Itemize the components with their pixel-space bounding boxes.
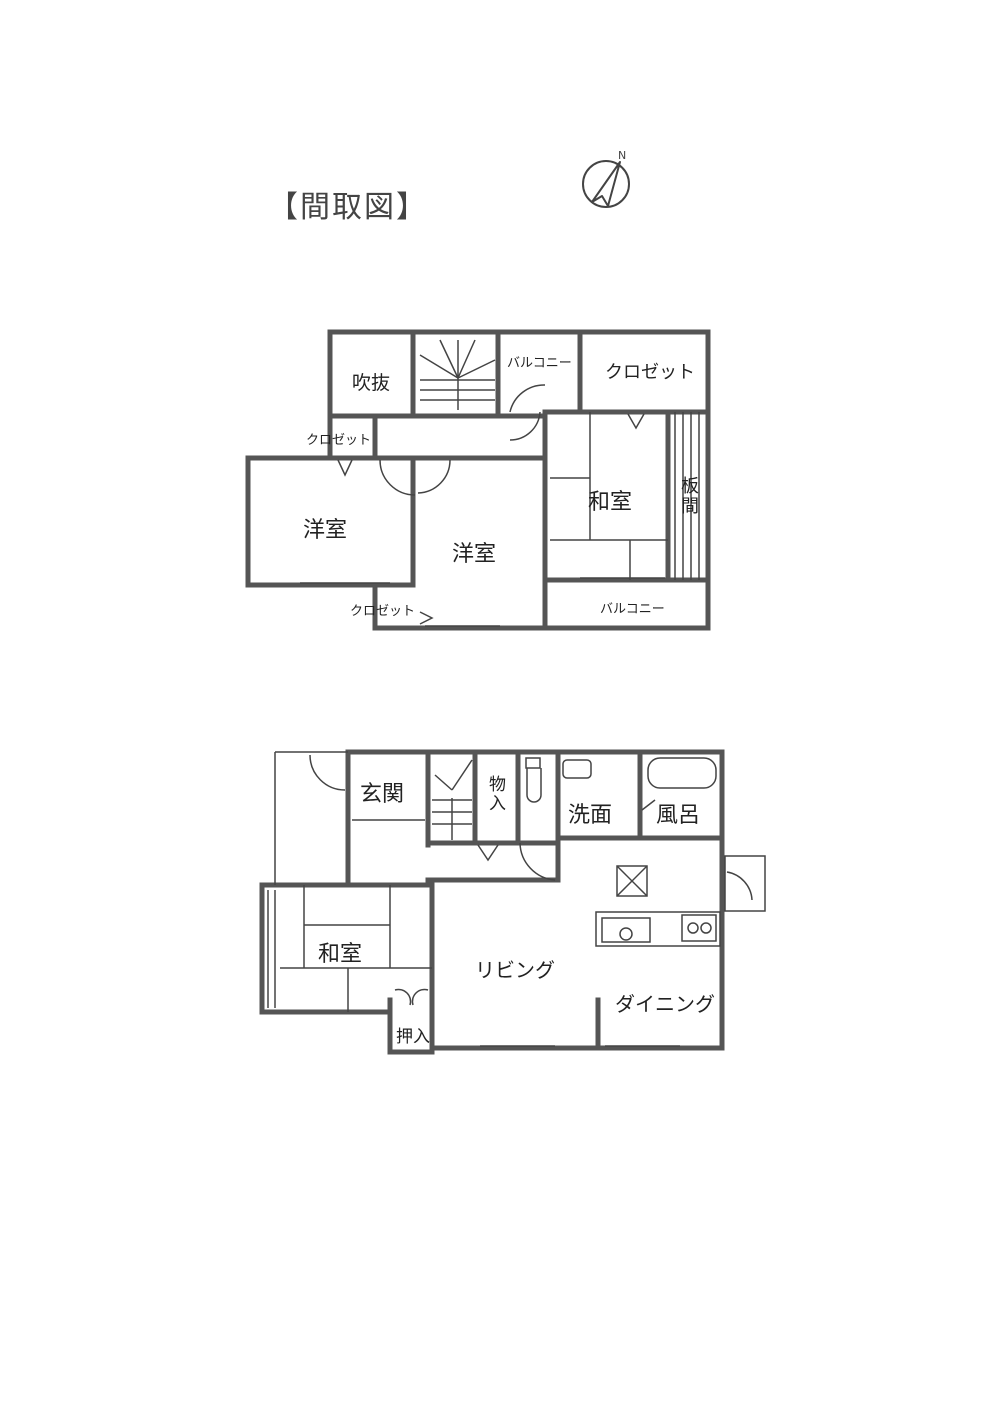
room-closet-s: クロゼット	[350, 604, 416, 619]
room-dining: ダイニング	[615, 992, 715, 1016]
room-western-2: 洋室	[452, 542, 497, 567]
room-fukinuke: 吹抜	[352, 372, 391, 394]
room-japanese-2f: 和室	[588, 490, 633, 515]
room-itama: 板間	[678, 476, 699, 516]
room-living: リビング	[475, 958, 555, 982]
north-arrow-icon: N	[582, 149, 630, 208]
room-japanese-1f: 和室	[318, 942, 363, 967]
room-storage: 物入	[485, 775, 505, 813]
room-oshiire: 押入	[396, 1027, 430, 1047]
room-washroom: 洗面	[568, 803, 613, 828]
north-label: N	[618, 149, 626, 162]
room-entrance: 玄関	[360, 782, 405, 807]
room-closet-ne: クロゼット	[605, 362, 695, 383]
room-balcony-north: バルコニー	[507, 356, 572, 371]
room-western-1: 洋室	[303, 518, 348, 543]
page-title: 【間取図】	[268, 190, 428, 225]
room-bath: 風呂	[656, 803, 701, 828]
room-closet-w: クロゼット	[306, 433, 372, 448]
room-balcony-south: バルコニー	[600, 602, 665, 617]
wall-2f-outer	[327, 329, 711, 631]
